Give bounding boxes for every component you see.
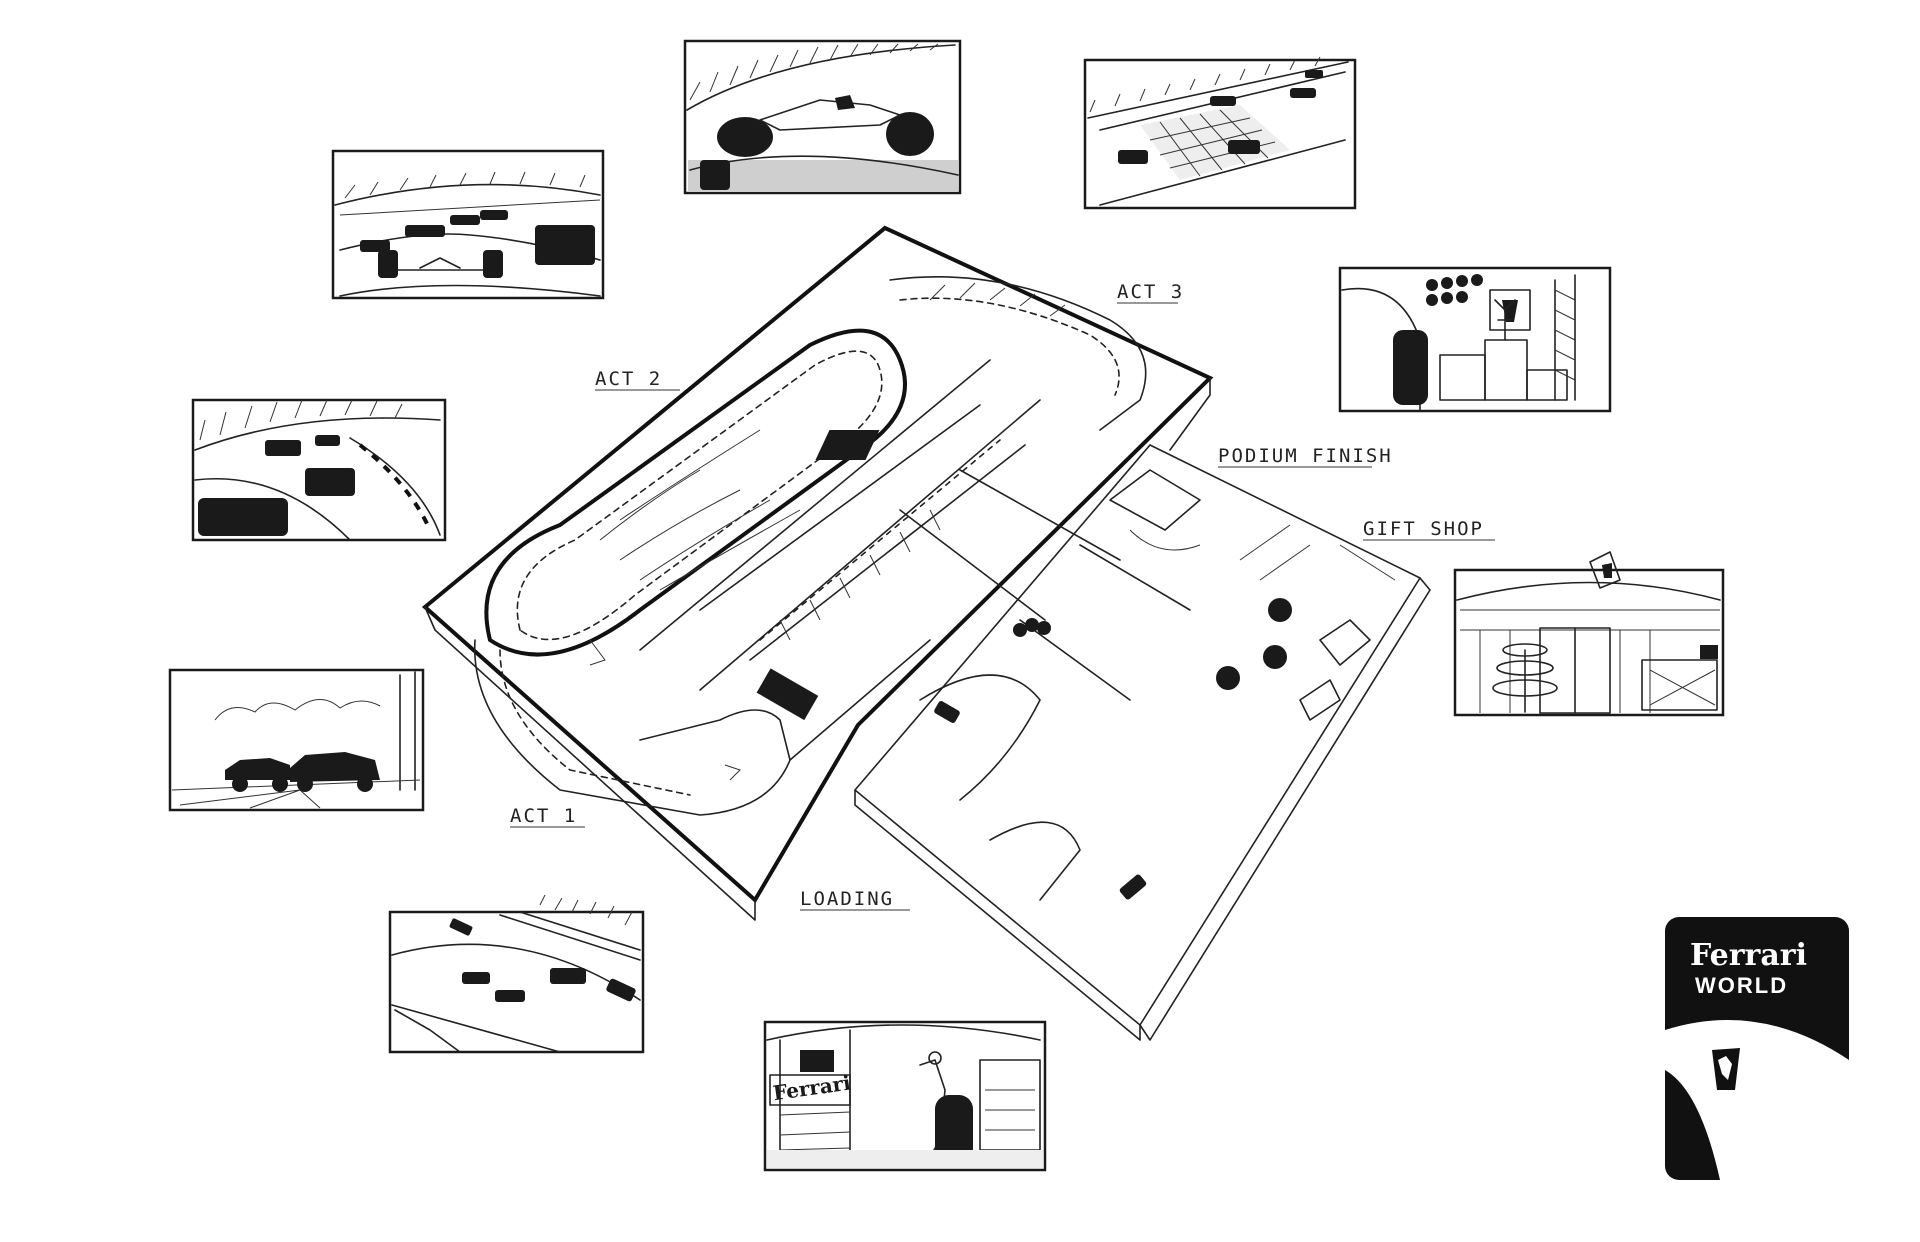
- storyboard-frame-loading-garage: Ferrari: [763, 1020, 1047, 1172]
- storyboard-frame-two-cars: [168, 668, 425, 812]
- storyboard-frame-podium: [1338, 266, 1612, 413]
- facility-isometric-plan: [421, 225, 1431, 1041]
- checkered-panel-upper: [815, 428, 1102, 460]
- label-act2: ACT 2: [595, 368, 662, 390]
- ferrari-world-logo: Ferrari WORLD: [1665, 917, 1849, 1180]
- storyboard-frame-banked-turn: [191, 398, 447, 542]
- checkered-grid: [1140, 105, 1290, 180]
- label-act3: ACT 3: [1117, 281, 1184, 303]
- act1-loop: [473, 639, 791, 816]
- middle-straight: [699, 404, 1026, 661]
- label-act1: ACT 1: [510, 805, 577, 827]
- label-podium-finish: PODIUM FINISH: [1218, 445, 1393, 467]
- checkered-panel-lower: [756, 668, 819, 721]
- storyboard-frame-track-overhead: [388, 894, 645, 1054]
- logo-brand: Ferrari: [1690, 938, 1807, 973]
- act3-track: [889, 276, 1147, 431]
- floodlight-array: [1426, 274, 1483, 306]
- logo-sub: WORLD: [1695, 973, 1788, 998]
- act2-oval-track: [484, 328, 907, 657]
- loading-pit-zone: [919, 618, 1147, 901]
- label-gift-shop: GIFT SHOP: [1363, 518, 1484, 540]
- storyboard-frame-car-closeup: [683, 39, 962, 195]
- podium-room: [1109, 469, 1201, 551]
- storyboard-frame-gift-shop: [1453, 551, 1725, 717]
- gift-shop-displays: [1216, 524, 1396, 721]
- storyboard-frame-pack-view: [331, 149, 605, 300]
- storyboard-frame-start-grid: [1083, 56, 1357, 210]
- label-loading: LOADING: [800, 888, 894, 910]
